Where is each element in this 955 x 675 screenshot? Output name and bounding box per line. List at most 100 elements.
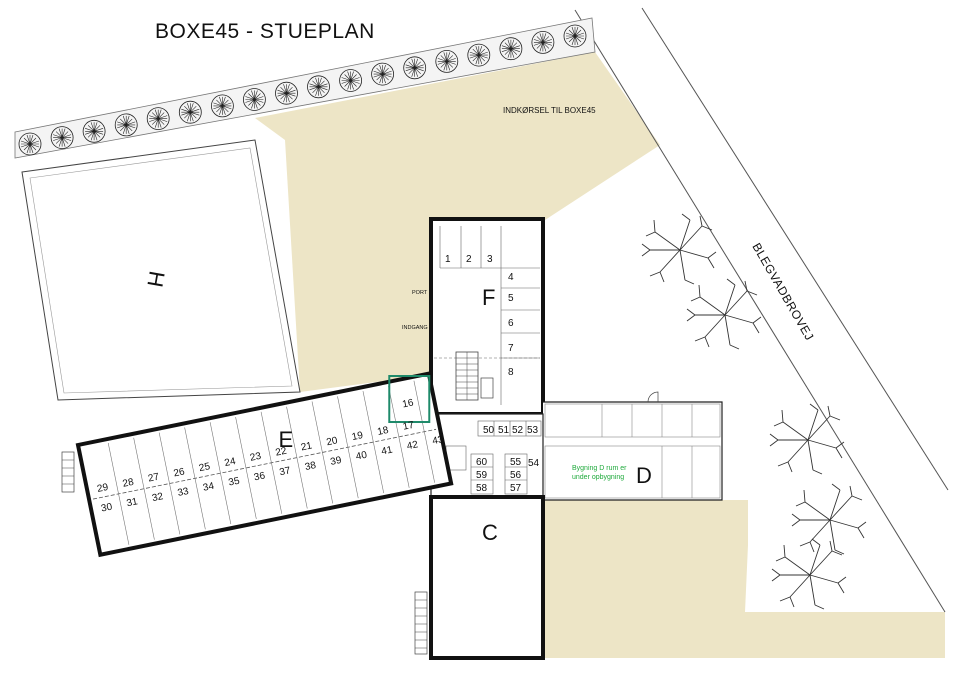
unit-divider [413, 380, 435, 483]
building-D [543, 401, 723, 501]
unit-28[interactable]: 28 [122, 477, 136, 490]
tree-icon [178, 100, 202, 124]
unit-divider [184, 427, 206, 530]
junction-grid [445, 420, 542, 495]
unit-43[interactable]: 43 [431, 434, 445, 447]
unit-divider [286, 406, 308, 509]
plot-area-south [545, 500, 945, 658]
unit-29[interactable]: 29 [96, 482, 110, 495]
unit-42[interactable]: 42 [406, 439, 420, 452]
building-D-label: D [636, 463, 652, 488]
unit-1[interactable]: 1 [445, 254, 451, 265]
unit-divider [362, 391, 385, 494]
unit-27[interactable]: 27 [147, 471, 161, 484]
tree-row-band [14, 17, 596, 159]
building-E-label: E [278, 427, 293, 452]
plot-area-north [255, 52, 660, 392]
staircase-icon [455, 351, 479, 401]
tree-icon [242, 88, 266, 111]
unit-52[interactable]: 52 [512, 425, 524, 436]
unit-3[interactable]: 3 [487, 254, 493, 265]
tree-icon [114, 113, 138, 137]
unit-40[interactable]: 40 [355, 450, 369, 463]
unit-21[interactable]: 21 [300, 440, 314, 453]
unit-divider [133, 437, 155, 540]
road-name: BLEGVADBROVEJ [749, 241, 816, 344]
unit-16[interactable]: 16 [401, 397, 415, 410]
unit-36[interactable]: 36 [253, 470, 267, 483]
unit-6[interactable]: 6 [508, 318, 514, 329]
unit-divider [388, 385, 410, 488]
unit-57[interactable]: 57 [510, 483, 522, 494]
unit-25[interactable]: 25 [198, 461, 212, 474]
staircase-icon [61, 451, 75, 493]
unit-32[interactable]: 32 [151, 491, 165, 504]
unit-54[interactable]: 54 [528, 458, 540, 469]
unit-8[interactable]: 8 [508, 367, 514, 378]
unit-38[interactable]: 38 [304, 460, 318, 473]
building-F-label: F [482, 285, 495, 310]
unit-34[interactable]: 34 [202, 481, 216, 494]
tree-icon [769, 403, 845, 475]
door-icon [647, 391, 659, 403]
tree-icon [82, 119, 106, 143]
road-edge [574, 9, 946, 613]
building-D-note-line1: Bygning D rum er [572, 465, 627, 472]
unit-19[interactable]: 19 [351, 430, 365, 443]
building-E: E 16 29 28 27 26 25 24 23 22 21 20 19 18 17 30 31 32 33… [75, 371, 454, 558]
page-title: BOXE45 - STUEPLAN [155, 20, 375, 43]
unit-58[interactable]: 58 [476, 483, 488, 494]
building-C-label: C [482, 520, 498, 545]
tree-icon [403, 56, 427, 80]
port-label: PORT [412, 290, 428, 296]
unit-51[interactable]: 51 [498, 425, 510, 436]
unit-2[interactable]: 2 [466, 254, 472, 265]
unit-39[interactable]: 39 [329, 455, 343, 468]
tree-icon [499, 37, 523, 61]
unit-divider [337, 396, 359, 499]
unit-divider [260, 411, 283, 514]
road-edge [641, 7, 949, 491]
unit-divider [107, 442, 130, 545]
tree-icon [339, 69, 363, 92]
unit-53[interactable]: 53 [527, 425, 539, 436]
tree-icon [275, 81, 298, 105]
unit-35[interactable]: 35 [228, 476, 242, 489]
unit-5[interactable]: 5 [508, 293, 514, 304]
unit-divider [209, 422, 232, 525]
tree-icon [435, 50, 459, 73]
unit-55[interactable]: 55 [510, 457, 522, 468]
unit-26[interactable]: 26 [173, 466, 187, 479]
building-D-note-line2: under opbygning [572, 474, 624, 481]
unit-41[interactable]: 41 [380, 444, 394, 457]
unit-37[interactable]: 37 [279, 465, 293, 478]
unit-18[interactable]: 18 [376, 425, 390, 438]
unit-16-highlight[interactable] [388, 375, 431, 424]
tree-icon [371, 62, 395, 86]
unit-31[interactable]: 31 [126, 496, 140, 509]
unit-33[interactable]: 33 [177, 486, 191, 499]
building-H-inner [29, 147, 293, 394]
unit-17[interactable]: 17 [402, 420, 416, 433]
unit-50[interactable]: 50 [483, 425, 495, 436]
unit-22[interactable]: 22 [275, 446, 289, 459]
tree-icon [18, 132, 42, 156]
tree-icon [467, 43, 491, 67]
building-H [21, 139, 301, 401]
unit-56[interactable]: 56 [510, 470, 522, 481]
entrance-label: INDGANG [402, 325, 428, 331]
building-C [429, 495, 545, 660]
unit-30[interactable]: 30 [100, 501, 114, 514]
unit-59[interactable]: 59 [476, 470, 488, 481]
unit-24[interactable]: 24 [224, 456, 238, 469]
unit-23[interactable]: 23 [249, 451, 263, 464]
unit-60[interactable]: 60 [476, 457, 488, 468]
unit-7[interactable]: 7 [508, 343, 514, 354]
tree-icon [686, 278, 762, 350]
tree-icon [146, 107, 170, 131]
unit-divider [235, 416, 257, 519]
unit-20[interactable]: 20 [325, 435, 339, 448]
unit-4[interactable]: 4 [508, 272, 514, 283]
driveway-label: INDKØRSEL TIL BOXE45 [503, 106, 596, 115]
